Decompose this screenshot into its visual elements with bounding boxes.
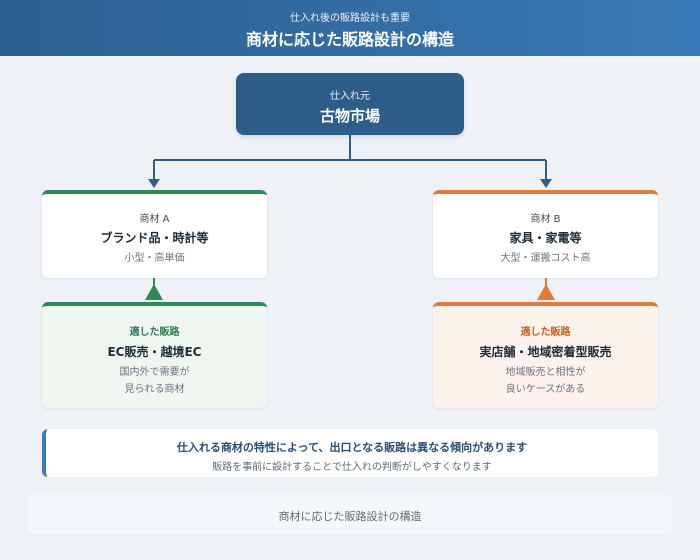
footer-caption: 商材に応じた販路設計の構造: [28, 495, 672, 534]
header-title: 商材に応じた販路設計の構造: [245, 30, 454, 49]
arrow-up-a: [145, 284, 163, 300]
channel-b-desc-line1: 地域販売と相性が: [505, 367, 586, 378]
arrow-to-b: [540, 179, 552, 188]
channel-a-desc-line2: 見られる商材: [124, 384, 185, 395]
channel-a-name: EC販売・越境EC: [107, 345, 202, 359]
channel-a-desc-line1: 国内外で需要が: [119, 367, 190, 378]
product-b-label: 商材 B: [530, 214, 561, 225]
channel-b-name: 実店舗・地域密着型販売: [479, 345, 612, 359]
note-main: 仕入れる商材の特性によって、出口となる販路は異なる傾向があります: [176, 441, 528, 454]
source-name: 古物市場: [319, 107, 380, 125]
arrow-to-a: [148, 179, 160, 188]
note-sub: 販路を事前に設計することで仕入れの判断がしやすくなります: [212, 462, 492, 473]
channel-b-label: 適した販路: [520, 327, 571, 338]
product-a-name: ブランド品・時計等: [100, 231, 209, 245]
header-subtitle: 仕入れ後の販路設計も重要: [290, 13, 410, 24]
channel-a-card: 適した販路 EC販売・越境EC 国内外で需要が 見られる商材: [42, 302, 267, 408]
product-b-name: 家具・家電等: [509, 231, 582, 245]
source-node: 仕入れ元 古物市場: [236, 73, 464, 135]
product-a-label: 商材 A: [139, 214, 170, 225]
header-banner: 仕入れ後の販路設計も重要 商材に応じた販路設計の構造: [0, 0, 700, 56]
source-label: 仕入れ元: [330, 91, 370, 102]
channel-a-desc: 国内外で需要が 見られる商材: [42, 364, 267, 398]
product-a-card: 商材 A ブランド品・時計等 小型・高単価: [42, 190, 267, 278]
channel-b-desc-line2: 良いケースがある: [505, 384, 586, 395]
summary-note: 仕入れる商材の特性によって、出口となる販路は異なる傾向があります 販路を事前に設…: [42, 429, 658, 477]
arrow-up-b: [537, 284, 555, 300]
product-b-card: 商材 B 家具・家電等 大型・運搬コスト高: [433, 190, 658, 278]
channel-b-desc: 地域販売と相性が 良いケースがある: [433, 364, 658, 398]
channel-b-card: 適した販路 実店舗・地域密着型販売 地域販売と相性が 良いケースがある: [433, 302, 658, 408]
product-a-desc: 小型・高単価: [124, 253, 185, 264]
footer-text: 商材に応じた販路設計の構造: [278, 510, 422, 523]
channel-a-label: 適した販路: [129, 327, 180, 338]
product-b-desc: 大型・運搬コスト高: [500, 253, 591, 264]
